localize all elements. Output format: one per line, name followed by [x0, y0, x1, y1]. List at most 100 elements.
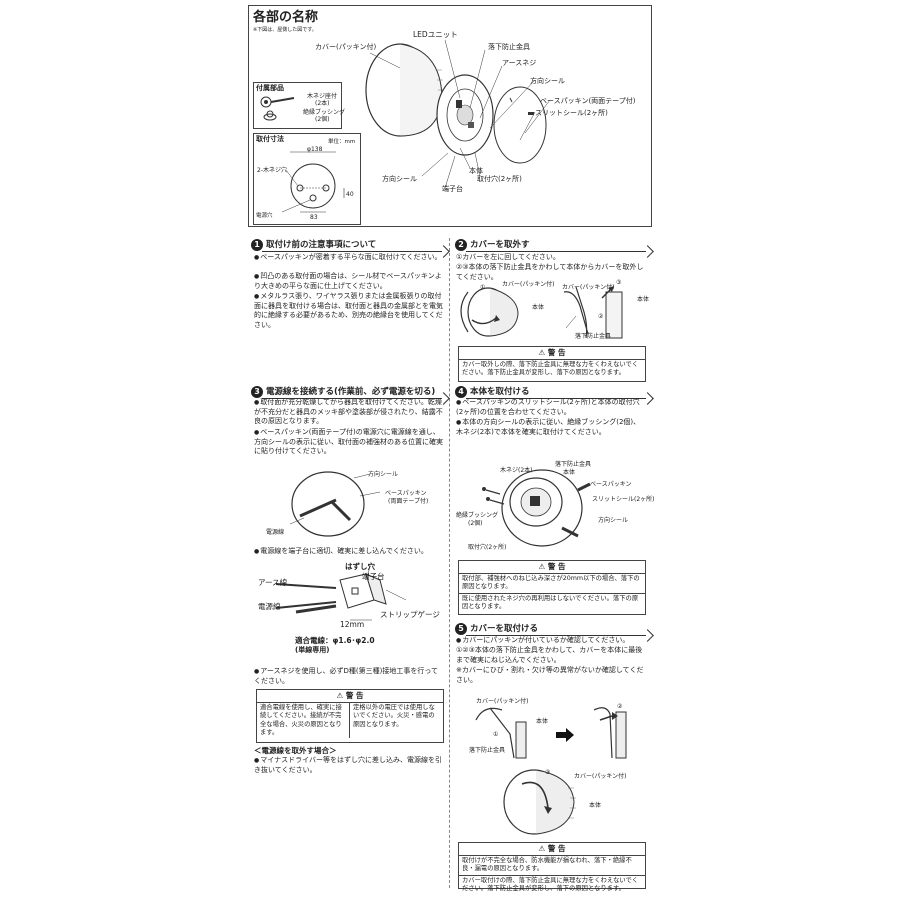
- dimensions-title: 取付寸法: [256, 135, 284, 143]
- s4-label-slit-seal: スリットシール(2ヶ所): [592, 496, 655, 503]
- s5-warning-text-2: カバー取付けの際、落下防止金具に無理な力をくわえないでください。落下防止金具が変…: [459, 874, 645, 895]
- label-direction-seal-2: 方向シール: [382, 175, 417, 183]
- s5-warning-text-1: 取付けが不完全な場合、防水機能が損なわれ、落下・絶縁不良・漏電の原因となります。: [462, 857, 632, 873]
- label-mount-hole: 取付穴(2ヶ所): [477, 175, 522, 183]
- s5-p2: ①②③本体の落下防止金具をかわして、カバーを本体に最後まで確実にねじ込んでくださ…: [456, 646, 643, 664]
- accessories-illustration: [260, 96, 295, 121]
- dimensions-box: [253, 133, 361, 225]
- s5-warning-head: ⚠ 警 告: [459, 843, 645, 856]
- s5-p1: カバーにパッキンが付いているか確認してください。: [456, 636, 646, 646]
- s2-illustration: [460, 286, 623, 339]
- s4-mount-drawing: [482, 469, 591, 547]
- label-fall-prevention: 落下防止金具: [488, 43, 530, 51]
- s2-label-n2: ②: [598, 313, 604, 320]
- section-2-line: [466, 251, 646, 252]
- s4-label-bushing: 絶縁ブッシング: [456, 512, 499, 519]
- s4-warning-text-1: 取付部、補強材へのねじ込み深さが20mm以下の場合、落下の原因となります。: [462, 575, 640, 591]
- s3-single-wire: (単線専用): [295, 646, 330, 654]
- s4-label-direction-seal: 方向シール: [598, 517, 629, 524]
- s2-label-cover2: カバー(パッキン付): [562, 284, 615, 291]
- parts-note: ※下図は、屋側した図です。: [253, 27, 317, 33]
- next-arrow-icon: [556, 728, 574, 742]
- s3-applicable-wire: 適合電線：φ1.6･φ2.0: [295, 636, 375, 645]
- parts-names-panel: [248, 5, 652, 227]
- dim-height: 40: [346, 191, 354, 198]
- dimensions-unit: 単位：mm: [328, 139, 356, 145]
- s5-attach-drawing: [475, 707, 627, 759]
- s3-label-release-hole: はずし穴: [345, 562, 375, 571]
- s3-label-direction-seal: 方向シール: [368, 471, 399, 478]
- accessories-box: [253, 82, 342, 129]
- s3-label-mm: 12mm: [340, 620, 365, 629]
- s4-p2: 本体の方向シールの表示に従い、絶縁ブッシング(2個)、木ネジ(2本)で本体を確実…: [456, 418, 646, 437]
- s5-p3: ※カバーにひび・割れ・欠け等の異常がないか確認してください。: [456, 666, 644, 684]
- s5-warning-box: ⚠ 警 告 取付けが不完全な場合、防水機能が損なわれ、落下・絶縁不良・漏電の原因…: [458, 842, 646, 892]
- s3-base-packing-drawing: [289, 471, 381, 537]
- s2-label-n3: ③: [616, 279, 622, 286]
- s1-p3: メタルラス張り、ワイヤラス張りまたは金属板張りの取付面に器具を取付ける場合は、取…: [254, 292, 444, 330]
- label-slit-seal: スリットシール(2ヶ所): [535, 109, 608, 117]
- s4-warning-head: ⚠ 警 告: [459, 561, 645, 574]
- s3-p4: アースネジを使用し、必ずD種(第三種)接地工事を行ってください。: [254, 667, 444, 686]
- accessory-bushing: 絶縁ブッシング: [303, 109, 346, 116]
- s5-label-body2: 本体: [589, 802, 602, 809]
- accessory-bushing-qty: (2個): [315, 116, 330, 123]
- s5-label-cover: カバー(パッキン付): [476, 698, 529, 705]
- s4-label-mount-hole: 取付穴(2ヶ所): [468, 544, 507, 551]
- leader-lines: [369, 39, 551, 189]
- label-base-packing: ベースパッキン(両面テープ付): [540, 97, 636, 105]
- s4-label-fall: 落下防止金具: [555, 461, 592, 468]
- s2-label-body2: 本体: [637, 296, 650, 303]
- s3-label-power-wire-2: 電源線: [258, 602, 281, 611]
- label-cover: カバー(パッキン付): [315, 43, 377, 51]
- s2-warning-text: カバー取外しの際、落下防止金具に無理な力をくわえないでください。落下防止金具が変…: [462, 361, 639, 377]
- s3-p1: 取付面が充分乾燥してから器具を取付けてください。乾燥が不充分だと器具のメッキ部や…: [254, 398, 444, 427]
- s3-warning-head: ⚠ 警 告: [257, 690, 443, 703]
- s2-label-fall: 落下防止金具: [575, 333, 612, 340]
- s5-label-n2: ②: [617, 703, 623, 710]
- s5-label-n1: ①: [493, 731, 499, 738]
- s2-p1: ①カバーを左に回してください。: [456, 253, 560, 261]
- s3-warning-right: 定格以外の電圧では使用しないでください。火災・感電の原因となります。: [353, 704, 435, 728]
- s3-warning-left: 適合電線を使用し、確実に接続してください。接続が不完全な場合、火災の原因となりま…: [257, 703, 350, 739]
- s2-p2: ②③本体の落下防止金具をかわして本体からカバーを取外してください。: [456, 263, 644, 281]
- s4-warning-text-2: 既に使用されたネジ穴の再利用はしないでください。落下の原因となります。: [459, 592, 645, 613]
- s4-warning-box: ⚠ 警 告 取付部、補強材へのねじ込み深さが20mm以下の場合、落下の原因となり…: [458, 560, 646, 615]
- s5-label-n3: ③: [545, 769, 551, 776]
- parts-title: 各部の名称: [253, 10, 319, 25]
- dim-hole-label: 電源穴: [256, 213, 273, 219]
- s3-label-earth-wire: アース線: [258, 578, 288, 587]
- s5-screw-in-drawing: [503, 769, 576, 835]
- column-divider: [449, 238, 450, 888]
- dim-diameter: φ138: [307, 146, 323, 153]
- dimensions-drawing: [281, 151, 345, 213]
- s3-remove-title: ＜電源線を取外す場合＞: [254, 746, 337, 755]
- s1-p2: 凹凸のある取付面の場合は、シール材でベースパッキンより大きめの平らな面に仕上げて…: [254, 272, 444, 291]
- accessory-screw-qty: (2本): [315, 100, 330, 107]
- accessories-title: 付属部品: [256, 84, 284, 92]
- s5-label-body: 本体: [536, 718, 549, 725]
- label-terminal: 端子台: [442, 185, 463, 193]
- label-direction-seal: 方向シール: [530, 77, 565, 85]
- s3-label-strip-gauge: ストリップゲージ: [380, 610, 440, 619]
- s3-label-base-packing2: (両面テープ付): [388, 498, 429, 505]
- dim-width: 83: [310, 214, 318, 221]
- section-1-line: [262, 251, 442, 252]
- accessory-screw: 木ネジ座付: [307, 93, 338, 100]
- label-earth-screw: アースネジ: [502, 59, 537, 67]
- s3-terminal-drawing: [275, 563, 407, 621]
- s5-label-cover2: カバー(パッキン付): [574, 773, 627, 780]
- label-body: 本体: [469, 167, 483, 175]
- s1-p1: ベースパッキンが密着する平らな面に取付けてください。: [254, 253, 444, 263]
- label-led-unit: LEDユニット: [413, 30, 458, 39]
- s3-p3: 電源線を端子台に適切、確実に差し込んでください。: [254, 547, 444, 557]
- exploded-product-drawing: [365, 43, 547, 164]
- s2-label-n1: ①: [480, 284, 486, 291]
- s4-label-body: 本体: [563, 469, 576, 476]
- s3-warning-box: ⚠ 警 告 適合電線を使用し、確実に接続してください。接続が不完全な場合、火災の…: [256, 689, 444, 743]
